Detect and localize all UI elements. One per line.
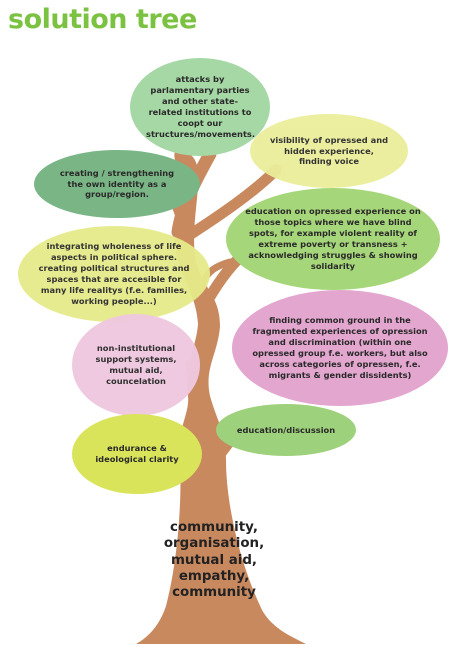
bubble-common-ground-text: finding common ground in the fragmented … — [252, 315, 428, 380]
bubble-education-blind-text: education on opressed experience on thos… — [245, 206, 421, 271]
bubble-wholeness: integrating wholeness of life aspects in… — [18, 226, 210, 322]
bubble-common-ground: finding common ground in the fragmented … — [232, 290, 448, 406]
bubble-discussion: education/discussion — [216, 404, 356, 456]
bubble-discussion-text: education/discussion — [236, 424, 336, 435]
bubble-visibility-text: visibility of opressed and hidden experi… — [269, 134, 389, 167]
bubble-coopt-text: attacks by parlamentary parties and othe… — [146, 74, 255, 139]
bubble-identity: creating / strengthening the own identit… — [34, 150, 200, 218]
bubble-endurance: endurance & ideological clarity — [72, 414, 202, 494]
bubble-education-blind: education on opressed experience on thos… — [226, 188, 440, 290]
bubble-support: non-institutional support systems, mutua… — [72, 314, 200, 416]
bubble-support-text: non-institutional support systems, mutua… — [95, 343, 177, 386]
page-title: solution tree — [8, 4, 197, 35]
trunk-root-text: community, organisation, mutual aid, emp… — [163, 520, 265, 601]
bubble-wholeness-text: integrating wholeness of life aspects in… — [38, 241, 190, 306]
bubble-visibility: visibility of opressed and hidden experi… — [250, 114, 408, 188]
bubble-coopt: attacks by parlamentary parties and othe… — [130, 58, 270, 156]
bubble-identity-text: creating / strengthening the own identit… — [59, 167, 175, 200]
bubble-endurance-text: endurance & ideological clarity — [95, 443, 179, 464]
